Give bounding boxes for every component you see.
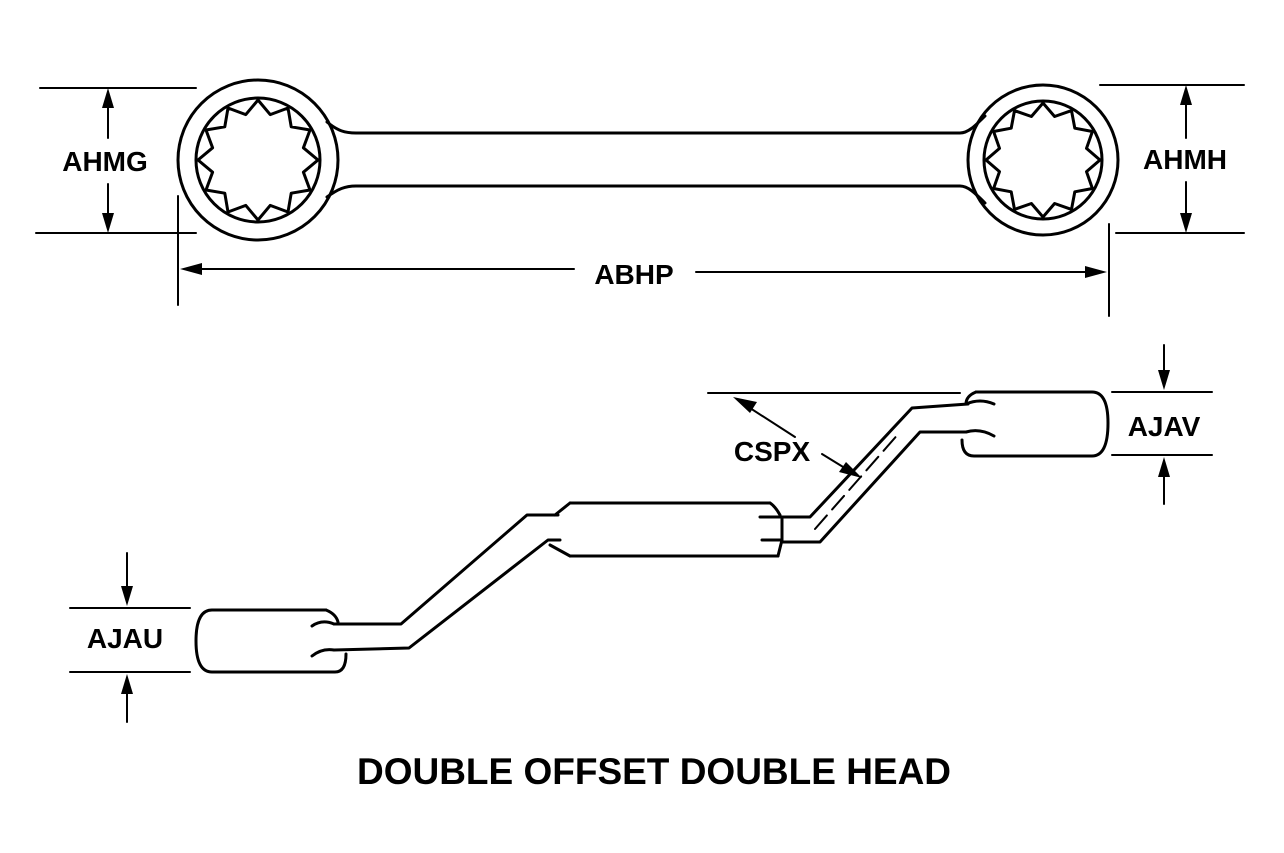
ajav-label: AJAV: [1128, 411, 1201, 442]
dimension-ahmg: [35, 87, 197, 234]
wrench-top-view: [176, 78, 1120, 242]
left-ring-inner: [194, 96, 322, 224]
diagram-title: DOUBLE OFFSET DOUBLE HEAD: [357, 751, 951, 792]
right-end-boss: [960, 390, 1110, 458]
dimension-ajau: [69, 552, 191, 723]
dimension-abhp: [177, 195, 1110, 317]
right-twelve-point-socket: [984, 101, 1102, 219]
left-end-boss: [194, 608, 348, 674]
right-ring-inner: [982, 99, 1104, 221]
dimension-ahmh: [1099, 84, 1245, 234]
left-offset-upper: [332, 513, 560, 626]
right-ring-outer: [966, 83, 1120, 237]
wrench-side-view: [194, 390, 1110, 674]
center-body: [548, 501, 780, 558]
cspx-label: CSPX: [734, 436, 811, 467]
left-offset-lower: [332, 538, 562, 652]
right-offset-upper: [780, 402, 970, 519]
left-twelve-point-socket: [196, 98, 320, 222]
ajau-label: AJAU: [87, 623, 163, 654]
abhp-label: ABHP: [594, 259, 673, 290]
wrench-handle-top: [325, 114, 987, 135]
left-ring-outer: [176, 78, 340, 242]
dimension-ajav: [1111, 344, 1213, 505]
dimension-cspx: [707, 392, 961, 478]
ahmh-label: AHMH: [1143, 144, 1227, 175]
wrench-handle-bottom: [325, 184, 987, 205]
ahmg-label: AHMG: [62, 146, 148, 177]
right-offset-lower: [780, 430, 968, 544]
